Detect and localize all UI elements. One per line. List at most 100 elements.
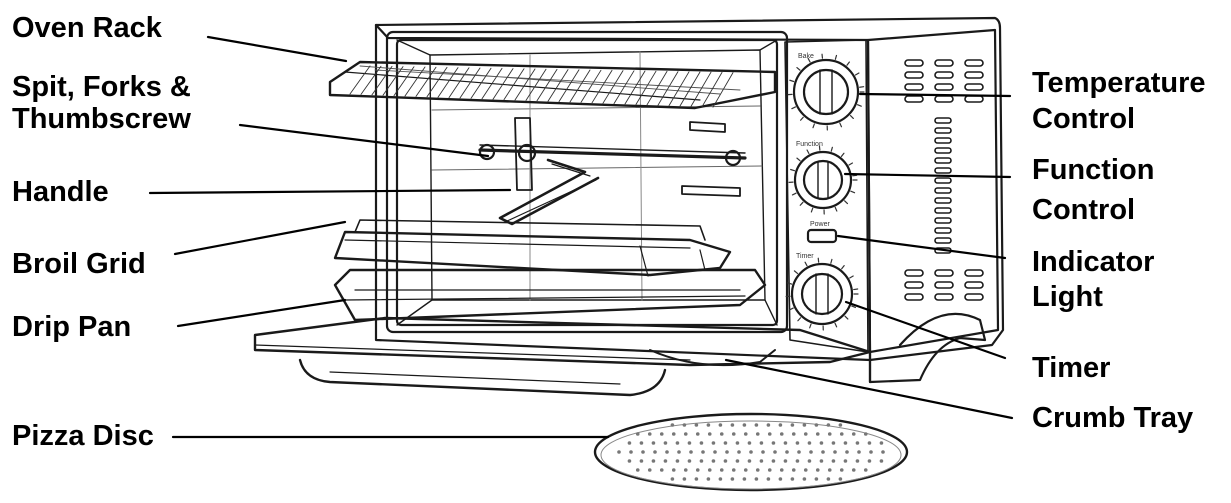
disc-hole	[816, 432, 820, 436]
side-vent	[935, 148, 951, 153]
label-spit-forks-line1: Spit, Forks &	[12, 71, 191, 104]
disc-hole	[804, 468, 808, 472]
disc-hole	[744, 468, 748, 472]
disc-hole	[688, 441, 692, 445]
knob-tick	[805, 262, 807, 266]
disc-hole	[808, 459, 812, 463]
disc-hole	[839, 477, 843, 481]
disc-hole	[785, 450, 789, 454]
side-vent	[965, 60, 983, 66]
disc-hole	[732, 432, 736, 436]
disc-hole	[780, 432, 784, 436]
rack-wire	[361, 66, 381, 94]
disc-hole	[719, 423, 723, 427]
disc-hole	[748, 441, 752, 445]
side-vent	[935, 128, 951, 133]
disc-hole	[700, 459, 704, 463]
timer-knob	[792, 264, 852, 324]
side-vent	[935, 218, 951, 223]
disc-hole	[792, 432, 796, 436]
knob-tick	[790, 80, 794, 81]
disc-hole	[677, 450, 681, 454]
knob-tick	[811, 208, 812, 212]
leader-handle	[150, 190, 510, 193]
disc-hole	[756, 468, 760, 472]
label-indicator-line2: Light	[1032, 281, 1103, 314]
knob-tick	[798, 318, 801, 321]
disc-hole	[701, 450, 705, 454]
label-function-line2: Control	[1032, 194, 1135, 227]
side-vent	[935, 84, 953, 90]
side-vent	[905, 270, 923, 276]
disc-hole	[720, 468, 724, 472]
disc-hole	[696, 468, 700, 472]
disc-hole	[828, 468, 832, 472]
disc-hole	[641, 450, 645, 454]
knob-tick	[842, 266, 844, 269]
side-vent	[965, 282, 983, 288]
disc-hole	[695, 423, 699, 427]
disc-hole	[712, 459, 716, 463]
label-oven-rack: Oven Rack	[12, 12, 162, 45]
disc-hole	[640, 441, 644, 445]
disc-hole	[815, 477, 819, 481]
rack-wire	[515, 69, 535, 100]
disc-hole	[828, 432, 832, 436]
side-vent	[935, 118, 951, 123]
disc-hole	[652, 459, 656, 463]
side-vent	[935, 60, 953, 66]
disc-hole	[676, 441, 680, 445]
disc-hole	[749, 450, 753, 454]
disc-hole	[744, 432, 748, 436]
disc-hole	[684, 432, 688, 436]
knob-tick	[835, 55, 836, 59]
disc-hole	[784, 441, 788, 445]
disc-hole	[827, 423, 831, 427]
side-vent	[905, 294, 923, 300]
rack-wire	[526, 69, 546, 100]
side-vent	[905, 282, 923, 288]
label-crumb-tray: Crumb Tray	[1032, 402, 1193, 435]
knob-tick	[835, 323, 837, 327]
leader-oven-rack	[208, 37, 346, 61]
disc-hole	[832, 441, 836, 445]
knob-tick	[797, 158, 800, 161]
disc-hole	[672, 468, 676, 472]
disc-hole	[768, 432, 772, 436]
knob-tick	[845, 316, 848, 319]
knob-tick	[792, 193, 796, 195]
rack-wire	[592, 70, 612, 102]
disc-hole	[640, 459, 644, 463]
label-indicator-line1: Indicator	[1032, 246, 1154, 279]
rack-wire	[702, 72, 722, 106]
side-vent	[935, 282, 953, 288]
disc-hole	[869, 450, 873, 454]
disc-hole	[839, 423, 843, 427]
disc-hole	[797, 450, 801, 454]
disc-hole	[772, 441, 776, 445]
disc-hole	[683, 423, 687, 427]
label-drip-pan: Drip Pan	[12, 311, 131, 344]
knob-tick	[853, 175, 857, 176]
disc-hole	[756, 432, 760, 436]
side-vent	[905, 60, 923, 66]
disc-hole	[660, 468, 664, 472]
disc-hole	[803, 477, 807, 481]
disc-hole	[755, 423, 759, 427]
disc-hole	[816, 468, 820, 472]
rack-wire	[405, 67, 425, 96]
disc-hole	[676, 459, 680, 463]
disc-hole	[689, 450, 693, 454]
disc-hole	[820, 441, 824, 445]
disc-hole	[773, 450, 777, 454]
disc-hole	[628, 459, 632, 463]
disc-hole	[636, 468, 640, 472]
disc-hole	[617, 450, 621, 454]
rack-wire	[658, 72, 678, 106]
disc-hole	[725, 450, 729, 454]
knob-tick	[855, 73, 858, 75]
disc-hole	[628, 441, 632, 445]
side-vent	[935, 208, 951, 213]
disc-hole	[712, 441, 716, 445]
knob-tick	[851, 191, 855, 192]
